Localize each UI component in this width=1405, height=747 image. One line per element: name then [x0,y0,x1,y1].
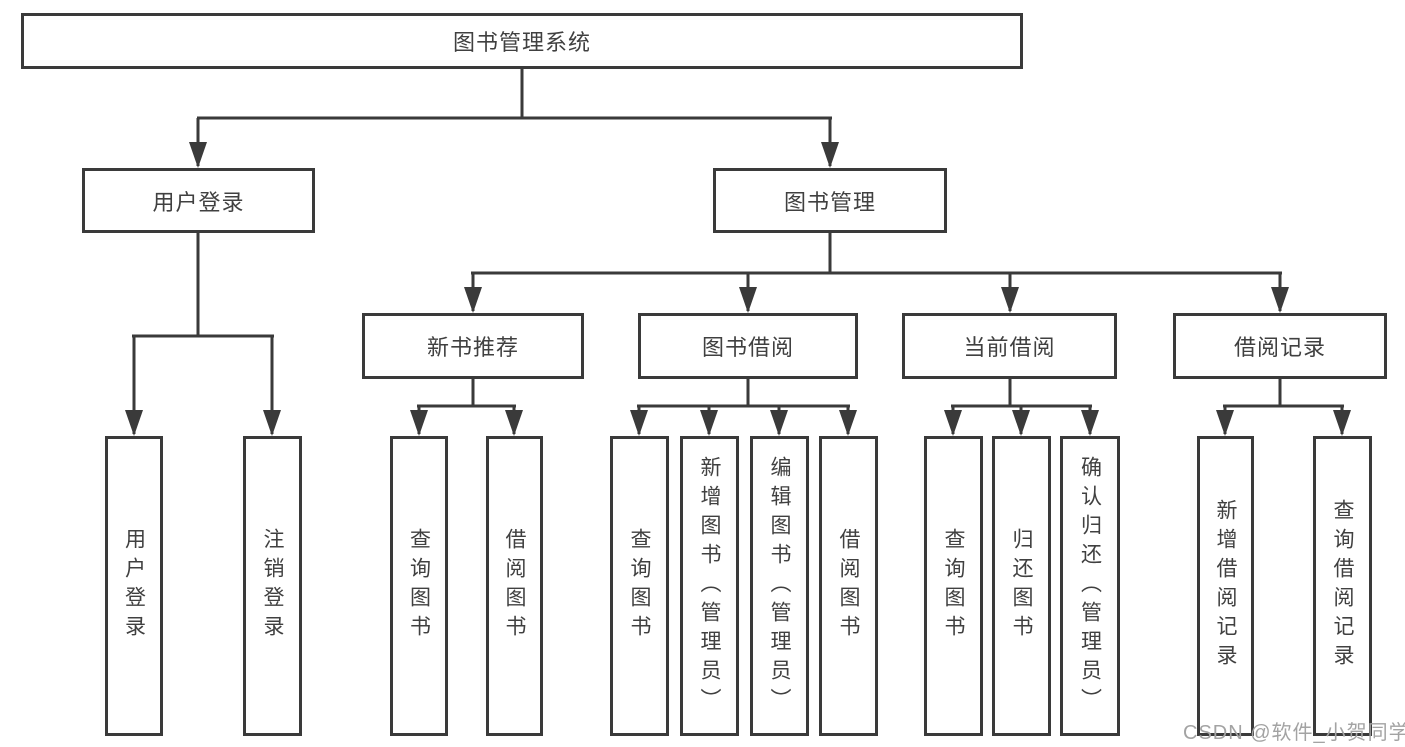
leaf-label: 新增图书（管理员） [698,455,721,717]
node-current-borrowing-label: 当前借阅 [963,335,1056,360]
leaf-query-books-2: 查询图书 [610,436,669,736]
leaf-label: 查询图书 [407,528,431,644]
leaf-confirm-return-admin: 确认归还（管理员） [1060,436,1120,736]
leaf-logout: 注销登录 [243,436,302,736]
leaf-label: 归还图书 [1010,528,1033,644]
leaf-add-borrow-record: 新增借阅记录 [1197,436,1254,736]
leaf-return-books: 归还图书 [992,436,1051,736]
leaf-query-books-1: 查询图书 [390,436,448,736]
leaf-label: 查询图书 [942,528,965,644]
node-book-borrowing: 图书借阅 [638,313,858,379]
node-book-borrowing-label: 图书借阅 [701,335,794,360]
leaf-label: 确认归还（管理员） [1078,455,1102,717]
leaf-label: 编辑图书（管理员） [768,455,791,717]
csdn-watermark: CSDN @软件_小贺同学 [1183,722,1405,744]
leaf-borrow-books-2: 借阅图书 [819,436,878,736]
connector-lines [132,69,1344,434]
node-book-management-label: 图书管理 [783,189,876,215]
leaf-label: 借阅图书 [837,528,860,644]
leaf-label: 用户登录 [122,528,146,644]
node-user-login-label: 用户登录 [152,189,245,215]
leaf-query-books-3: 查询图书 [924,436,983,736]
leaf-label: 新增借阅记录 [1214,499,1237,673]
node-current-borrowing: 当前借阅 [902,313,1117,379]
leaf-add-books-admin: 新增图书（管理员） [680,436,739,736]
leaf-label: 借阅图书 [503,528,526,644]
node-root-label: 图书管理系统 [452,30,591,55]
leaf-label: 查询借阅记录 [1331,499,1354,673]
node-root: 图书管理系统 [21,13,1023,69]
node-borrow-records-label: 借阅记录 [1233,335,1326,360]
leaf-label: 注销登录 [261,528,284,644]
node-user-login: 用户登录 [82,168,315,233]
leaf-label: 查询图书 [628,528,651,644]
node-book-management: 图书管理 [713,168,947,233]
leaf-edit-books-admin: 编辑图书（管理员） [750,436,809,736]
leaf-query-borrow-record: 查询借阅记录 [1313,436,1372,736]
leaf-borrow-books-1: 借阅图书 [486,436,543,736]
node-borrow-records: 借阅记录 [1173,313,1387,379]
node-new-book-recommend: 新书推荐 [362,313,584,379]
leaf-user-login: 用户登录 [105,436,163,736]
node-new-book-recommend-label: 新书推荐 [426,335,519,360]
